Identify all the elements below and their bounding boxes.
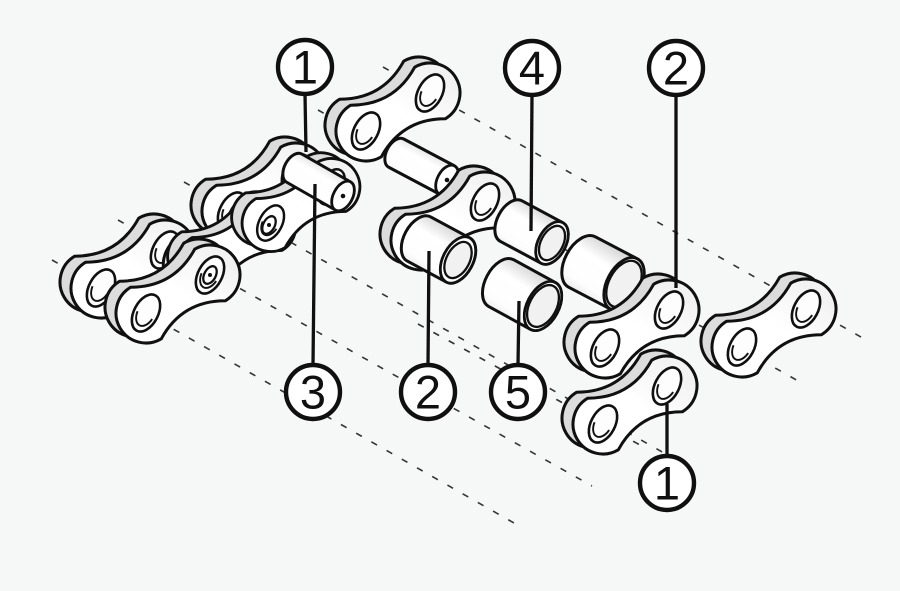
callout-1: 1 bbox=[637, 404, 697, 513]
callout-circle bbox=[502, 38, 562, 98]
assembly-guide-line bbox=[382, 66, 869, 342]
callout-4: 4 bbox=[502, 38, 562, 232]
callout-2: 2 bbox=[646, 38, 706, 288]
callout-number: 1 bbox=[654, 457, 680, 510]
callout-number: 5 bbox=[505, 366, 531, 419]
outer-plate-far-right bbox=[699, 271, 838, 379]
callout-leader-line bbox=[303, 93, 308, 153]
callout-circle bbox=[283, 362, 343, 422]
inner-plate-with-bushing bbox=[378, 164, 517, 285]
callout-number: 1 bbox=[292, 41, 318, 94]
chain-pin-protruding bbox=[281, 151, 356, 213]
pressed-bushing bbox=[399, 214, 478, 285]
callout-1: 1 bbox=[275, 37, 335, 153]
callout-circle bbox=[398, 362, 458, 422]
callout-number: 3 bbox=[300, 366, 326, 419]
callout-3: 3 bbox=[283, 183, 343, 422]
callout-circle bbox=[488, 362, 548, 422]
callout-number: 2 bbox=[663, 42, 689, 95]
callout-circle bbox=[637, 453, 697, 513]
callout-leader-line bbox=[516, 300, 521, 366]
callout-number: 2 bbox=[415, 366, 441, 419]
callouts: 1 4 2 3 2 5 1 bbox=[275, 37, 706, 513]
callout-leader-line bbox=[529, 94, 534, 232]
assembled-chain bbox=[58, 135, 362, 345]
callout-circle bbox=[275, 37, 335, 97]
callout-2: 2 bbox=[398, 250, 458, 422]
bushing bbox=[493, 198, 570, 266]
roller bbox=[480, 257, 564, 332]
callout-circle bbox=[646, 38, 706, 98]
chain-pin-head bbox=[202, 265, 218, 285]
callout-number: 4 bbox=[519, 42, 545, 95]
callout-5: 5 bbox=[488, 300, 548, 422]
callout-leader-line bbox=[311, 183, 317, 366]
callout-leader-line bbox=[426, 250, 431, 366]
chain-pin-head bbox=[261, 215, 277, 235]
